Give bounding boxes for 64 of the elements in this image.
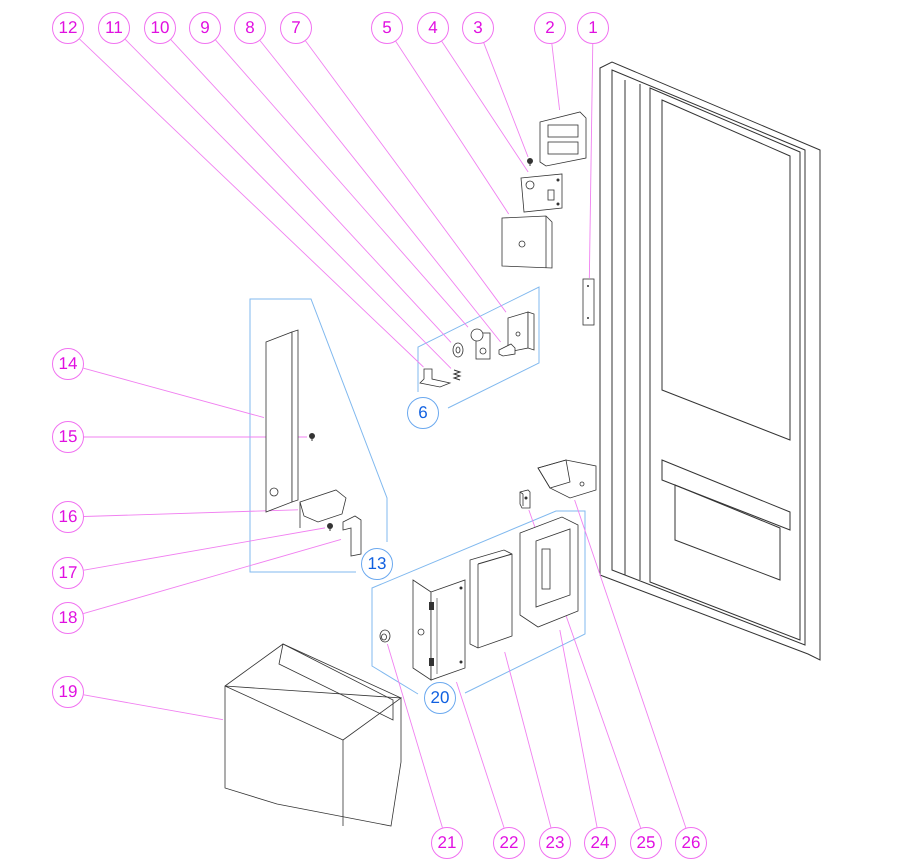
leader-line [456,682,504,828]
screw-drawing [325,522,335,532]
leader-line [588,44,594,278]
callout-number: 21 [431,827,463,859]
leader-line [82,368,264,418]
mounting-strip-drawing [582,278,596,326]
ring-drawing [451,341,465,359]
callout-number: 16 [52,501,84,533]
leader-line [124,38,452,369]
leader-line [83,694,224,720]
callout-number: 26 [675,827,707,859]
leader-line [551,43,560,110]
door-panel-drawing [411,578,468,682]
leader-line [215,40,468,328]
leader-line [483,42,528,158]
callout-number: 22 [493,827,525,859]
callout-number: 1 [577,12,609,44]
callout-number: 19 [52,676,84,708]
cover-box-drawing [500,214,554,270]
leader-line [386,644,443,828]
angle-bracket-drawing [497,342,517,358]
callout-number: 7 [280,12,312,44]
housing-frame-drawing [518,515,580,630]
callout-number: 15 [52,421,84,453]
callout-number: 9 [189,12,221,44]
callout-number: 23 [539,827,571,859]
callout-number: 11 [98,12,130,44]
callout-number: 12 [52,12,84,44]
leader-line [574,500,686,828]
leader-line [82,539,342,614]
callout-number: 25 [630,827,662,859]
screw-drawing [307,432,317,442]
screw-drawing [525,157,535,167]
leader-line [441,40,529,172]
callout-number: 24 [584,827,616,859]
leader-line [260,40,502,342]
clip-drawing [518,488,532,510]
leader-line [559,630,598,828]
hopper-drawing [298,488,348,530]
callout-number: 6 [407,397,439,429]
callout-number: 18 [52,602,84,634]
callout-number: 3 [462,12,494,44]
knob-drawing [378,628,392,644]
angle-bracket-drawing [418,367,452,389]
callout-number: 14 [52,348,84,380]
mechanism-box-drawing [536,458,599,500]
leader-line [395,40,510,214]
callout-number: 4 [417,12,449,44]
callout-number: 2 [534,12,566,44]
leader-line [79,38,424,368]
leader-line [83,527,326,571]
bracket-drawing [538,110,588,168]
spring-drawing [451,367,463,382]
side-panel-drawing [264,330,300,515]
callout-number: 13 [361,548,393,580]
leader-line [504,652,552,828]
callout-number: 5 [371,12,403,44]
leader-line [84,509,298,517]
leader-line [305,40,506,313]
callout-number: 8 [234,12,266,44]
callout-number: 10 [144,12,176,44]
callout-number: 17 [52,557,84,589]
leader-line [170,39,452,343]
callout-number: 20 [424,682,456,714]
